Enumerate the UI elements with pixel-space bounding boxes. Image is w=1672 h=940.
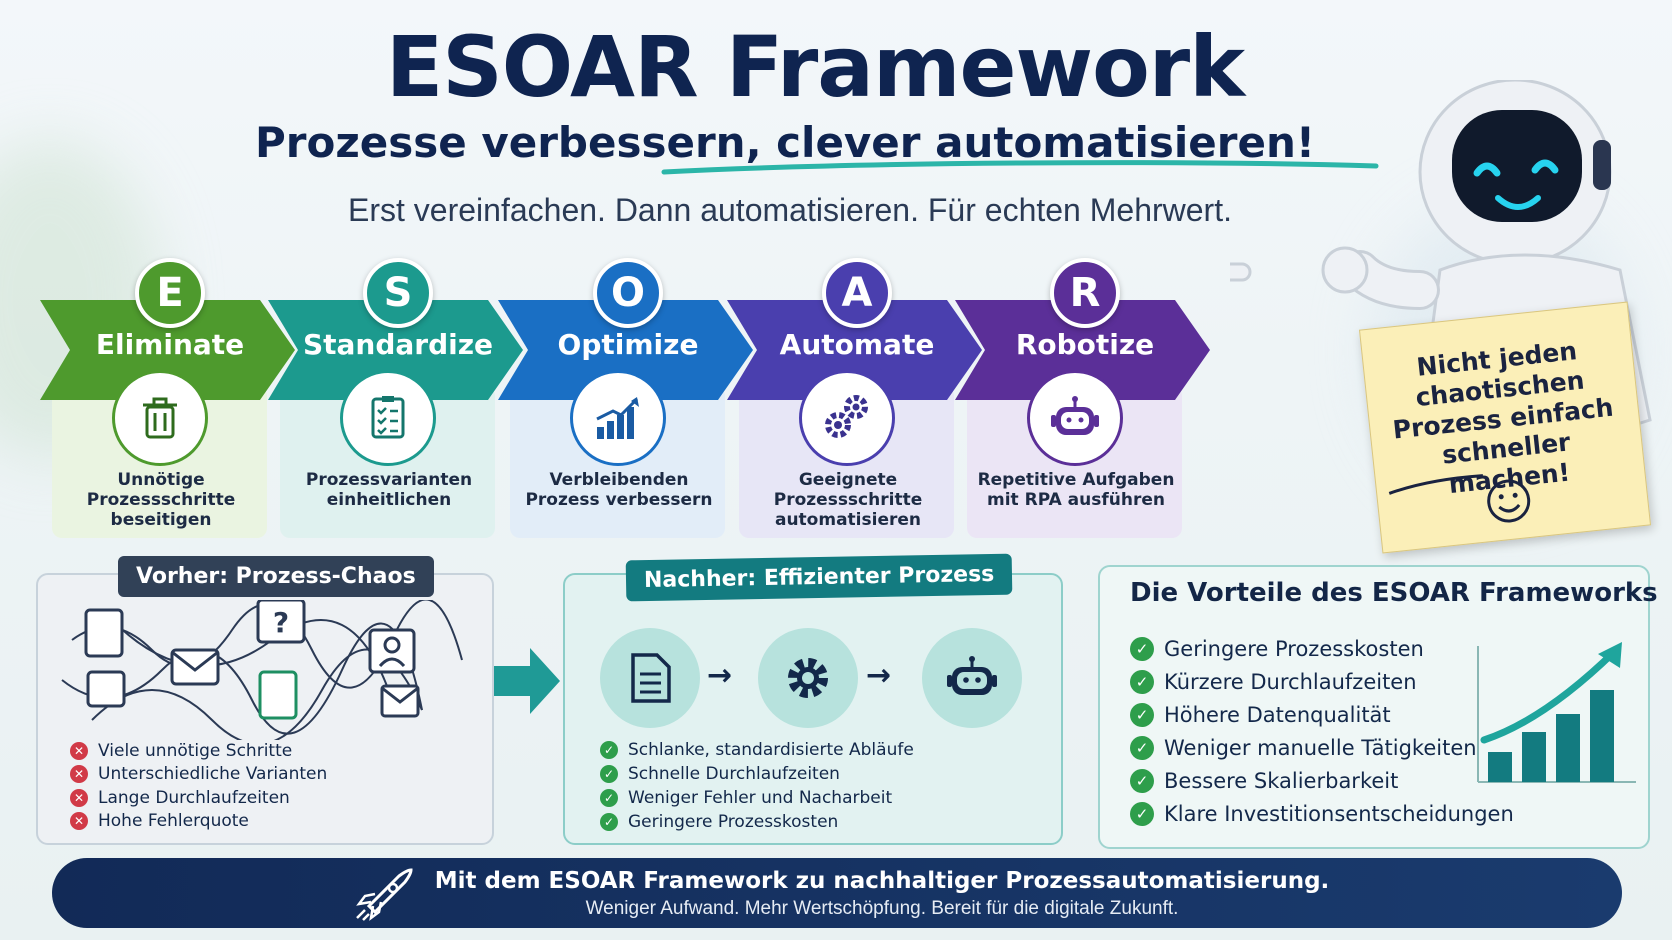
- check-icon: ✓: [600, 813, 618, 831]
- sticky-note: Nicht jeden chaotischen Prozess einfach …: [1358, 301, 1652, 554]
- step-letter-badge: A: [822, 258, 892, 328]
- envelope-icon: [170, 648, 220, 686]
- list-item: ✓Geringere Prozesskosten: [600, 810, 914, 834]
- x-icon: ✕: [70, 741, 88, 760]
- list-item: ✓Weniger Fehler und Nacharbeit: [600, 786, 914, 810]
- after-list: ✓Schlanke, standardisierte Abläufe ✓Schn…: [600, 738, 914, 834]
- check-icon: ✓: [1130, 702, 1154, 727]
- trash-icon: [112, 370, 208, 466]
- arrow-right-icon: →: [866, 658, 892, 693]
- list-item: ✓Klare Investitionsentscheidungen: [1130, 797, 1514, 830]
- check-icon: ✓: [1130, 735, 1154, 760]
- check-icon: ✓: [600, 765, 618, 783]
- step-standardize: S Standardize Prozessvarianten einheitli…: [268, 258, 523, 548]
- check-icon: ✓: [1130, 801, 1154, 826]
- esoar-steps: E Eliminate Unnötige Prozessschritte bes…: [40, 258, 1220, 548]
- step-eliminate: E Eliminate Unnötige Prozessschritte bes…: [40, 258, 295, 548]
- page-subtitle: Prozesse verbessern, clever automatisier…: [254, 118, 1316, 167]
- step-chevron: [498, 300, 753, 400]
- footer-banner: Mit dem ESOAR Framework zu nachhaltiger …: [52, 858, 1622, 928]
- list-item: ✓Schlanke, standardisierte Abläufe: [600, 738, 914, 762]
- document-icon: [84, 608, 124, 658]
- step-optimize: O Optimize Verbleibenden Prozess verbess…: [498, 258, 753, 548]
- x-icon: ✕: [70, 765, 88, 784]
- list-item: ✓Geringere Prozesskosten: [1130, 632, 1514, 665]
- step-label: Automate: [779, 328, 935, 361]
- step-label: Standardize: [302, 328, 494, 361]
- page-title: ESOAR Framework: [385, 18, 1245, 116]
- robot-icon: [922, 628, 1022, 728]
- arrow-right-icon: →: [707, 658, 733, 693]
- process-chaos-illustration: ?: [61, 600, 463, 740]
- check-icon: ✓: [1130, 669, 1154, 694]
- robot-icon: [1027, 370, 1123, 466]
- step-robotize: R Robotize Repetitive Aufgaben mit RPA a…: [955, 258, 1210, 548]
- check-icon: ✓: [1130, 636, 1154, 661]
- x-icon: ✕: [70, 812, 88, 831]
- list-item: ✕Hohe Fehlerquote: [70, 810, 327, 834]
- step-letter-badge: R: [1050, 258, 1120, 328]
- step-label: Eliminate: [95, 328, 245, 361]
- list-item: ✕Lange Durchlaufzeiten: [70, 786, 327, 810]
- list-item: ✕Unterschiedliche Varianten: [70, 763, 327, 787]
- step-chevron: [268, 300, 523, 400]
- subtitle-underline: [661, 160, 1379, 175]
- step-description: Verbleibenden Prozess verbessern: [525, 470, 713, 510]
- tagline: Erst vereinfachen. Dann automatisieren. …: [348, 192, 1232, 228]
- growth-chart-icon: [570, 370, 666, 466]
- step-description: Unnötige Prozessschritte beseitigen: [86, 470, 236, 530]
- svg-text:?: ?: [273, 606, 289, 639]
- rising-bar-chart-icon: [1477, 642, 1636, 783]
- step-chevron: [955, 300, 1210, 400]
- step-chevron: [727, 300, 982, 400]
- step-letter-badge: E: [135, 258, 205, 328]
- benefits-list: ✓Geringere Prozesskosten ✓Kürzere Durchl…: [1130, 632, 1514, 830]
- step-letter-badge: O: [593, 258, 663, 328]
- before-list: ✕Viele unnötige Schritte ✕Unterschiedlic…: [70, 739, 327, 833]
- benefits-panel: [1098, 565, 1650, 849]
- step-chevron: [40, 300, 295, 400]
- before-panel-title: Vorher: Prozess-Chaos: [118, 556, 434, 597]
- list-item: ✓Weniger manuelle Tätigkeiten: [1130, 731, 1514, 764]
- step-letter-badge: S: [363, 258, 433, 328]
- gear-icon: [758, 628, 858, 728]
- step-description: Prozessvarianten einheitlichen: [305, 470, 473, 510]
- step-description: Repetitive Aufgaben mit RPA ausführen: [977, 470, 1175, 510]
- list-item: ✓Höhere Datenqualität: [1130, 698, 1514, 731]
- footer-headline: Mit dem ESOAR Framework zu nachhaltiger …: [434, 868, 1330, 894]
- step-automate: A Automate Geeignete Prozessschritte aut…: [727, 258, 982, 548]
- x-icon: ✕: [70, 788, 88, 807]
- transition-arrow-icon: [494, 648, 560, 714]
- gears-icon: [799, 370, 895, 466]
- step-label: Robotize: [1015, 328, 1155, 361]
- question-icon: [256, 600, 306, 644]
- checklist-icon: [340, 370, 436, 466]
- benefits-title: Die Vorteile des ESOAR Frameworks: [1130, 578, 1658, 608]
- document-icon: [600, 628, 700, 728]
- list-item: ✓Schnelle Durchlaufzeiten: [600, 762, 914, 786]
- check-icon: ✓: [600, 789, 618, 807]
- check-icon: ✓: [1130, 768, 1154, 793]
- list-item: ✓Bessere Skalierbarkeit: [1130, 764, 1514, 797]
- step-label: Optimize: [557, 328, 699, 361]
- step-description: Geeignete Prozessschritte automatisieren: [773, 470, 923, 530]
- smiley-icon: [1487, 479, 1531, 523]
- note-underline: [1388, 474, 1484, 495]
- rocket-icon: [356, 868, 413, 921]
- footer-subline: Weniger Aufwand. Mehr Wertschöpfung. Ber…: [585, 898, 1179, 919]
- after-panel-title: Nachher: Effizienter Prozess: [625, 553, 1013, 602]
- spreadsheet-icon: [258, 670, 298, 720]
- check-icon: ✓: [600, 741, 618, 759]
- list-item: ✕Viele unnötige Schritte: [70, 739, 327, 763]
- list-item: ✓Kürzere Durchlaufzeiten: [1130, 665, 1514, 698]
